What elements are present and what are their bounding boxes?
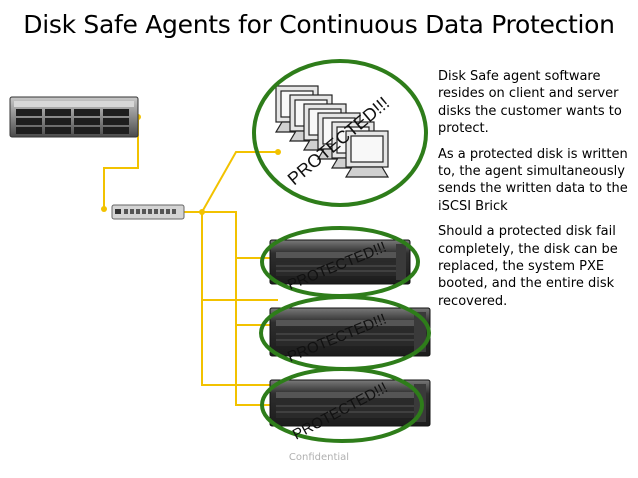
description-paragraph: Should a protected disk fail completely,… (438, 224, 618, 309)
network-switch-icon (111, 204, 185, 220)
connector-switch-server-2 (201, 212, 278, 301)
rack-server-icon (269, 307, 431, 357)
rack-server-icon (269, 379, 431, 427)
client-pc (344, 130, 390, 178)
connector-to-server-3 (202, 299, 278, 406)
connector-array-switch (103, 117, 139, 209)
slide-title: Disk Safe Agents for Continuous Data Pro… (23, 10, 615, 39)
description-paragraph: Disk Safe agent software resides on clie… (438, 69, 622, 137)
description-text: Disk Safe agent software resides on clie… (438, 68, 634, 318)
connector-switch-server-1 (202, 211, 278, 259)
storage-array-icon (9, 96, 139, 138)
junction-dot (199, 209, 205, 215)
connector-lines (103, 117, 278, 406)
protection-ring-server-3 (260, 367, 424, 443)
junction-dot (275, 149, 281, 155)
client-pc-stack-icon (274, 85, 390, 178)
connector-switch-server-3 (201, 212, 278, 386)
description-paragraph: As a protected disk is written to, the a… (438, 146, 628, 214)
junction-dot (101, 206, 107, 212)
rack-server-icon (269, 239, 411, 285)
footer-confidential: Confidential (288, 452, 350, 463)
protection-ring-clients (252, 59, 428, 207)
connector-switch-clients (183, 151, 278, 213)
